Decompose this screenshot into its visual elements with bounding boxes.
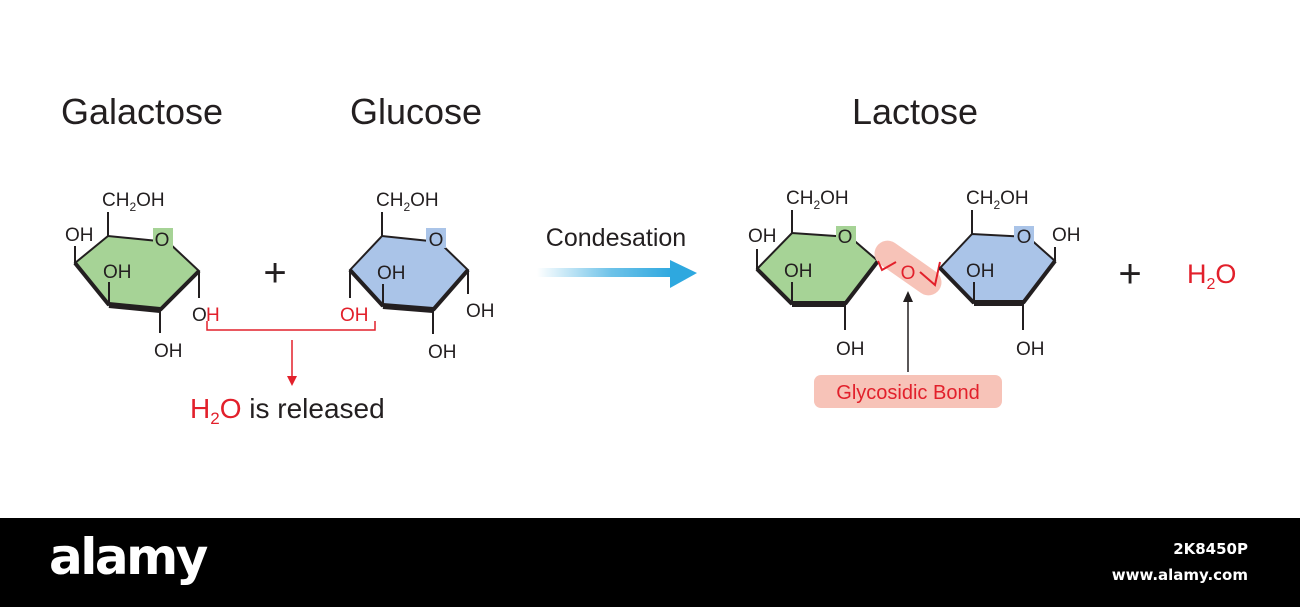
galactose-ring-oxygen: O	[155, 230, 170, 251]
condensation-label: Condesation	[546, 224, 686, 252]
glucose-oh-c3: OH	[377, 263, 406, 284]
condensation-arrow-shaft	[537, 268, 673, 277]
lactose-gal-oh-c2: OH	[836, 339, 865, 360]
condensation-arrow-head	[670, 260, 697, 288]
galactose-oh-c1-o: O	[192, 305, 207, 326]
image-id: 2K8450P	[1173, 540, 1248, 558]
lactose-gal-oh-c3: OH	[784, 261, 813, 282]
galactose-ring	[73, 234, 201, 312]
glucose-oh-c2: OH	[428, 342, 457, 363]
alamy-logo: alamy	[49, 528, 208, 586]
bond-pointer-head	[903, 291, 913, 302]
glucose-ring-oxygen: O	[429, 230, 444, 251]
plus-sign-products: +	[1118, 252, 1141, 296]
galactose-molecule: O CH2OH OH OH OH O H	[65, 190, 220, 362]
footer-bar	[0, 518, 1300, 607]
lactose-gal-oh-c4: OH	[748, 226, 777, 247]
glycosidic-oxygen: O	[901, 263, 916, 284]
alamy-url: www.alamy.com	[1111, 566, 1248, 584]
glycosidic-bond-label: Glycosidic Bond	[836, 382, 979, 404]
lactose-title: Lactose	[852, 91, 978, 132]
galactose-ch2oh: CH2OH	[102, 190, 165, 214]
lactose-glc-ring-oxygen: O	[1017, 227, 1032, 248]
glucose-molecule: O CH2OH OH OH OH OH	[340, 190, 495, 363]
lactose-glc-oh-c2: OH	[1016, 339, 1045, 360]
glycosidic-bond-label-badge	[814, 375, 1002, 408]
lactose-glc-oh-c1: OH	[1052, 225, 1081, 246]
water-release-bracket	[206, 321, 376, 386]
product-water: H2O	[1187, 259, 1236, 293]
glucose-title: Glucose	[350, 91, 482, 132]
galactose-oh-c2: OH	[154, 341, 183, 362]
water-released-label: H2O is released	[190, 393, 385, 428]
glucose-oh-c1: OH	[466, 301, 495, 322]
galactose-oh-c3: OH	[103, 262, 132, 283]
lactose-glc-oh-c3: OH	[966, 261, 995, 282]
lactose-glucose-ring	[938, 232, 1057, 304]
lactose-glc-ch2oh: CH2OH	[966, 188, 1029, 212]
glycosidic-bond-line	[877, 260, 897, 272]
lactose-molecule: O CH2OH OH OH OH O O CH2OH OH	[748, 188, 1081, 360]
lactose-gal-ch2oh: CH2OH	[786, 188, 849, 212]
galactose-oh-c4: OH	[65, 225, 94, 246]
glucose-ch2oh: CH2OH	[376, 190, 439, 214]
glycosidic-bond-highlight	[874, 240, 942, 296]
galactose-oh-c1-h: H	[206, 305, 220, 326]
glucose-ring	[348, 234, 470, 312]
lactose-gal-ring-oxygen: O	[838, 227, 853, 248]
release-arrow-head	[287, 376, 297, 386]
plus-sign-reactants: +	[263, 251, 286, 295]
glucose-oh-c4-red: OH	[340, 305, 369, 326]
galactose-title: Galactose	[61, 91, 223, 132]
